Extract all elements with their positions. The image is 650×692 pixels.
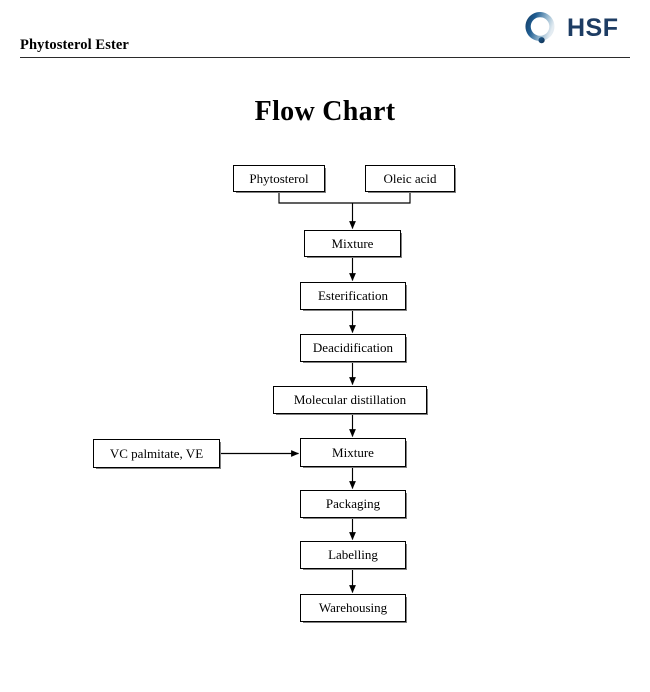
- flow-node-labelling[interactable]: Labelling: [300, 541, 406, 569]
- flow-node-deacidification[interactable]: Deacidification: [300, 334, 406, 362]
- header-divider: [20, 57, 630, 58]
- flow-node-esterification[interactable]: Esterification: [300, 282, 406, 310]
- flow-node-label: Phytosterol: [249, 170, 309, 186]
- brand-logo: HSF: [522, 9, 630, 47]
- brand-name: HSF: [567, 13, 619, 42]
- flow-node-label: Deacidification: [312, 340, 394, 355]
- flow-node-packaging[interactable]: Packaging: [300, 490, 406, 518]
- flow-node-warehousing[interactable]: Warehousing: [300, 594, 406, 622]
- flow-node-label: Oleic acid: [383, 170, 437, 186]
- document-title: Phytosterol Ester: [20, 37, 129, 53]
- flow-node-label: Molecular distillation: [293, 392, 407, 407]
- flow-node-phytosterol[interactable]: Phytosterol: [233, 165, 325, 192]
- flow-node-oleic-acid[interactable]: Oleic acid: [365, 165, 455, 192]
- flow-node-vc-palmitate-ve[interactable]: VC palmitate, VE: [93, 439, 220, 468]
- page-header: HSF Phytosterol Ester: [0, 0, 650, 62]
- flow-node-molecular-distillation[interactable]: Molecular distillation: [273, 386, 427, 414]
- hsf-circle-logo-icon: [522, 10, 558, 46]
- flow-node-label: Packaging: [325, 496, 381, 511]
- flow-node-label: Mixture: [331, 235, 374, 251]
- flow-node-label: VC palmitate, VE: [109, 445, 204, 461]
- flow-node-label: Esterification: [317, 288, 389, 303]
- flow-node-label: Warehousing: [318, 600, 388, 615]
- page-title: Flow Chart: [254, 96, 396, 127]
- flow-node-mixture-2[interactable]: Mixture: [300, 438, 406, 467]
- flow-node-label: Mixture: [332, 444, 374, 460]
- flow-node-label: Labelling: [328, 547, 378, 562]
- flow-node-mixture-1[interactable]: Mixture: [304, 230, 401, 257]
